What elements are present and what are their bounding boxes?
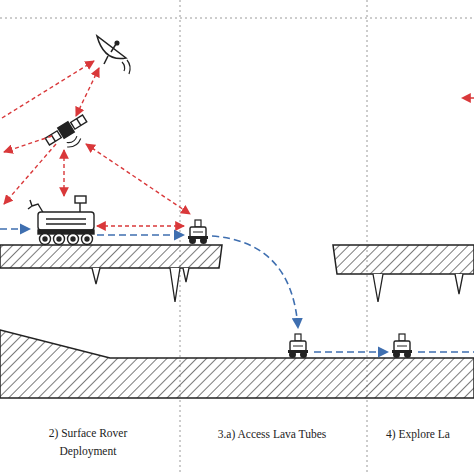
stage-label: 4) Explore La	[386, 425, 450, 443]
communication-links	[2, 61, 474, 226]
surface-rover	[28, 196, 94, 245]
stage-label: 3.a) Access Lava Tubes	[192, 425, 352, 443]
stage-label: 2) Surface Rover Deployment	[33, 424, 143, 460]
ground-station-dish	[97, 36, 130, 74]
lava-tube-floor	[0, 330, 474, 398]
relay-satellite	[44, 113, 94, 157]
upper-ground	[0, 245, 474, 302]
mini-rovers	[188, 220, 412, 358]
rover-paths	[0, 229, 474, 352]
